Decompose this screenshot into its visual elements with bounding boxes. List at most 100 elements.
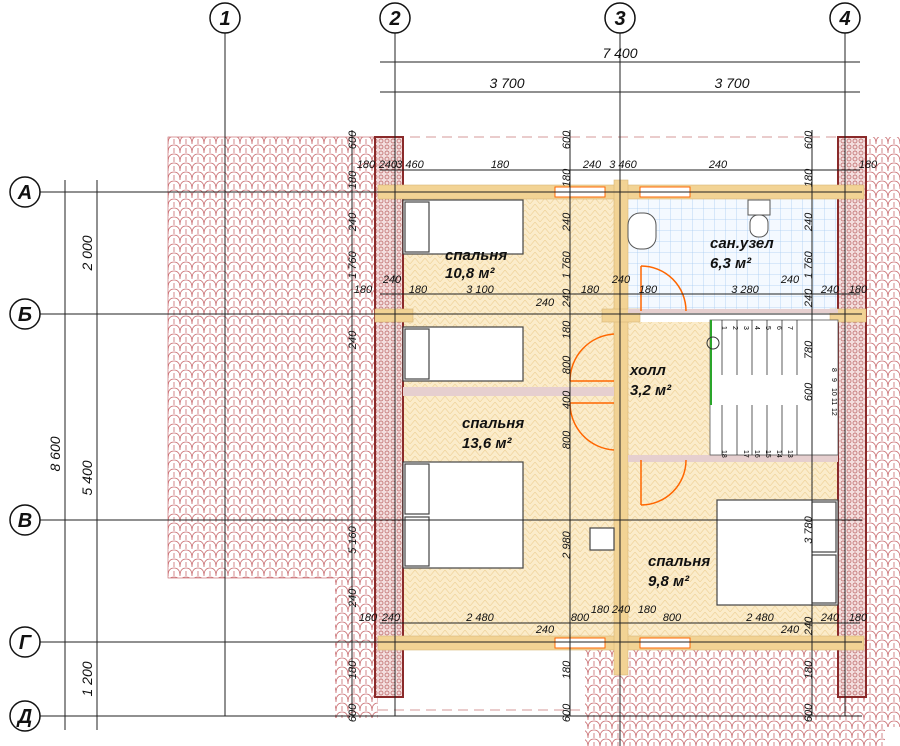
bathroom-fixtures [627, 199, 771, 250]
room-area-hall: 3,2 м² [630, 382, 672, 399]
roof-tiles [167, 136, 900, 746]
bathroom-floor [628, 199, 838, 309]
dimension-label: 600 [561, 703, 573, 722]
dimension-label: 800 [571, 612, 590, 624]
dimension-label: 240 [803, 212, 815, 232]
dimension-label: 2 980 [561, 530, 573, 559]
stair-step-number: 5 [764, 326, 771, 330]
sink-icon [627, 212, 657, 250]
dimension-label: 180 [409, 284, 428, 296]
dimension-label: 240 [803, 616, 815, 636]
dimension-label: 180 [359, 612, 378, 624]
dimension-label: 240 [582, 159, 602, 171]
dim-span-bg: 5 400 [79, 460, 95, 495]
dimension-label: 180 [561, 168, 573, 187]
dimension-label: 800 [663, 612, 682, 624]
dimension-label: 180 [354, 284, 373, 296]
stair-step-number: 10 [830, 388, 837, 396]
dimension-label: 180 [849, 612, 868, 624]
toilet-tank-icon [747, 199, 771, 216]
room-name-bedroom-2: спальня [462, 415, 524, 432]
dimension-label: 240 [820, 612, 840, 624]
stair-step-number: 3 [742, 326, 749, 330]
axis-bubbles [9, 2, 861, 732]
nightstand [589, 527, 615, 551]
dimension-label: 240 [561, 288, 573, 308]
dim-span-ab: 2 000 [79, 235, 95, 271]
dimension-label: 600 [803, 382, 815, 401]
dim-span-gd: 1 200 [79, 661, 95, 696]
axis-label-v: В [18, 510, 32, 532]
axis-label-a: А [17, 182, 32, 204]
room-name-hall: холл [629, 362, 666, 379]
room-area-bedroom-3: 9,8 м² [648, 573, 690, 590]
dimension-label: 180 [849, 284, 868, 296]
dimension-label: 2 480 [745, 612, 774, 624]
stair-step-number: 4 [753, 326, 760, 330]
room-name-bedroom-3: спальня [648, 553, 710, 570]
stair-step-number: 9 [830, 378, 837, 382]
dimension-label: 240 [780, 274, 800, 286]
dimension-label: 180 [491, 159, 510, 171]
dimension-label: 180 [639, 284, 658, 296]
dimension-label: 600 [347, 703, 359, 722]
dimension-label: 400 [561, 390, 573, 409]
dimension-label: 240 [381, 612, 401, 624]
dimension-label: 5 160 [347, 525, 359, 553]
furniture [402, 199, 839, 606]
axis-label-1: 1 [219, 8, 230, 30]
dimension-label: 180 [561, 660, 573, 679]
dimension-label: 240 [561, 212, 573, 232]
room-area-bedroom-2: 13,6 м² [462, 435, 512, 452]
dimension-label: 180 [803, 660, 815, 679]
axis-label-3: 3 [614, 8, 625, 30]
axis-label-g: Г [19, 632, 33, 654]
room-name-bathroom: сан.узел [710, 235, 774, 252]
stair-step-number: 2 [731, 326, 738, 330]
stair-step-number: 17 [742, 450, 749, 458]
stair-step-number: 13 [786, 450, 793, 458]
dimension-label: 3 280 [731, 284, 759, 296]
dimension-label: 180 [347, 170, 359, 189]
dimension-label: 800 [561, 430, 573, 449]
dimension-label: 3 460 [396, 159, 424, 171]
dimension-label: 240 [780, 624, 800, 636]
dimension-label: 240 [347, 588, 359, 608]
axis-label-2: 2 [388, 8, 400, 30]
stair-step-number: 14 [775, 450, 782, 458]
dimension-label: 180 [561, 320, 573, 339]
dimension-label: 1 760 [347, 250, 359, 278]
dimension-label: 1 760 [803, 250, 815, 278]
stair-step-number: 7 [786, 326, 793, 330]
grid-axes [40, 33, 862, 746]
stair-step-number: 15 [764, 450, 771, 458]
room-area-bathroom: 6,3 м² [710, 255, 752, 272]
dimension-label: 240 [611, 274, 631, 286]
dimension-label: 240 [378, 159, 398, 171]
dimension-label: 240 [535, 297, 555, 309]
dimension-label: 600 [803, 703, 815, 722]
dimension-label: 780 [803, 340, 815, 359]
partition [628, 455, 838, 462]
axis-label-d: Д [16, 706, 32, 728]
dimension-label: 240 [820, 284, 840, 296]
dimension-label: 240 [382, 274, 402, 286]
dimension-label: 180 [347, 660, 359, 679]
dimension-label: 3 100 [466, 284, 494, 296]
dimension-label: 240 [535, 624, 555, 636]
room-name-bedroom-1: спальня [445, 247, 507, 264]
stair-step-number: 11 [830, 398, 837, 405]
dim-total-width: 7 400 [602, 45, 637, 61]
stair-step-number: 1 [720, 326, 727, 330]
dimension-label: 600 [561, 130, 573, 149]
dimension-label: 180 [803, 168, 815, 187]
stair-step-number: 18 [720, 450, 727, 458]
stair-step-number: 16 [753, 450, 760, 458]
axis-label-4: 4 [838, 8, 850, 30]
dimension-label: 1 760 [561, 250, 573, 278]
dimension-label: 800 [561, 355, 573, 374]
doors [569, 265, 687, 506]
dimension-label: 600 [347, 130, 359, 149]
